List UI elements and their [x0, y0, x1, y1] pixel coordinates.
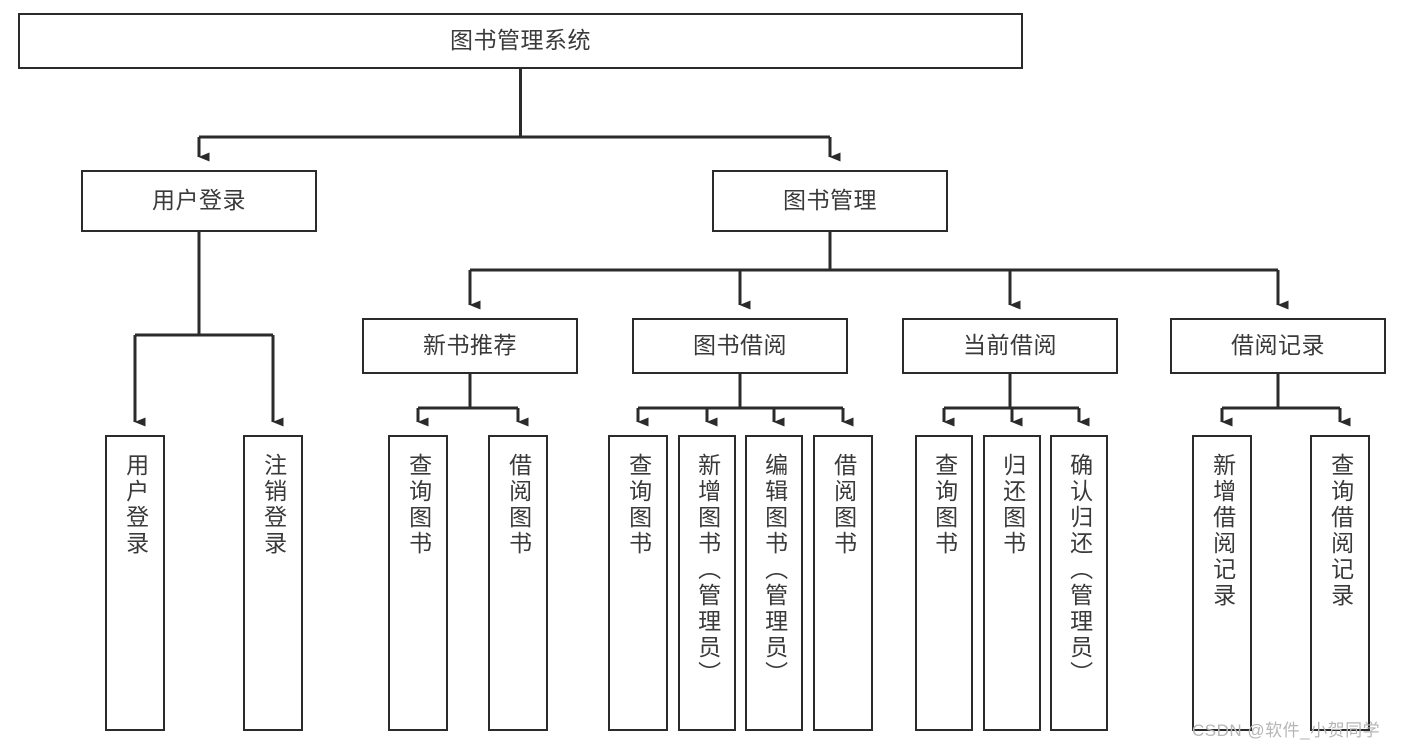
node-label: 查询图书	[931, 453, 958, 557]
node-label: 查询图书	[625, 453, 652, 557]
node-label: 查询借阅记录	[1327, 453, 1354, 609]
node-label: 确认归还（管理员）	[1066, 453, 1093, 687]
node-leaf-borrow-book-1: 借阅图书	[488, 435, 548, 731]
node-book-manage: 图书管理	[712, 170, 948, 232]
node-leaf-edit-book: 编辑图书（管理员）	[745, 435, 803, 731]
node-label: 图书管理系统	[450, 27, 591, 54]
node-label: 借阅记录	[1231, 332, 1325, 359]
node-leaf-logout: 注销登录	[243, 435, 303, 731]
node-label: 编辑图书（管理员）	[761, 453, 788, 687]
node-label: 查询图书	[405, 453, 432, 557]
node-leaf-query-book-2: 查询图书	[608, 435, 668, 731]
node-new-book-rec: 新书推荐	[362, 318, 578, 374]
node-leaf-query-book-1: 查询图书	[388, 435, 448, 731]
node-current-borrow: 当前借阅	[902, 318, 1118, 374]
node-label: 用户登录	[152, 187, 246, 214]
node-leaf-add-record: 新增借阅记录	[1192, 435, 1252, 731]
node-leaf-confirm-return: 确认归还（管理员）	[1050, 435, 1108, 731]
node-leaf-borrow-book-2: 借阅图书	[813, 435, 873, 731]
node-leaf-add-book: 新增图书（管理员）	[678, 435, 736, 731]
node-label: 图书借阅	[693, 332, 787, 359]
node-root: 图书管理系统	[18, 13, 1023, 69]
node-leaf-return-book: 归还图书	[983, 435, 1041, 731]
node-label: 新增图书（管理员）	[694, 453, 721, 687]
node-leaf-query-book-3: 查询图书	[915, 435, 973, 731]
node-label: 注销登录	[260, 453, 287, 557]
node-label: 当前借阅	[963, 332, 1057, 359]
node-book-borrow: 图书借阅	[632, 318, 848, 374]
node-label: 归还图书	[999, 453, 1026, 557]
node-label: 新书推荐	[423, 332, 517, 359]
node-label: 借阅图书	[505, 453, 532, 557]
node-label: 图书管理	[783, 187, 877, 214]
node-label: 用户登录	[122, 453, 149, 557]
node-borrow-record: 借阅记录	[1170, 318, 1386, 374]
node-label: 借阅图书	[830, 453, 857, 557]
csdn-watermark: CSDN @软件_小贺同学	[1192, 721, 1381, 740]
node-leaf-query-record: 查询借阅记录	[1310, 435, 1370, 731]
node-user-login: 用户登录	[81, 170, 317, 232]
node-label: 新增借阅记录	[1209, 453, 1236, 609]
node-leaf-user-login: 用户登录	[105, 435, 165, 731]
